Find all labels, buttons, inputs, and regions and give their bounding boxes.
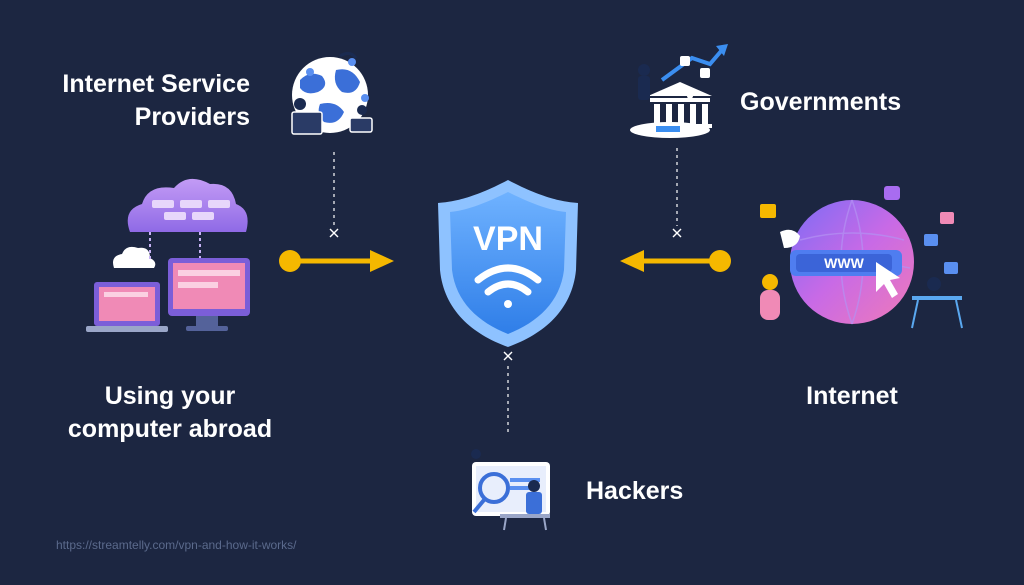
- governments-label-text: Governments: [740, 88, 902, 116]
- internet-label-text: Internet: [806, 382, 898, 410]
- left-arrow: [279, 250, 394, 272]
- isp-label-line2: Providers: [134, 103, 250, 131]
- isp-label-line1: Internet Service: [62, 70, 250, 98]
- internet-label: Internet: [790, 380, 914, 413]
- isp-globe-illustration: [291, 51, 373, 135]
- cloud-computer-illustration: [86, 178, 250, 332]
- right-arrow: [620, 250, 731, 272]
- gov-connector-cross: [672, 228, 682, 238]
- government-building-illustration: [630, 44, 728, 138]
- governments-label: Governments: [740, 86, 901, 119]
- vpn-shield-label: VPN: [473, 220, 543, 258]
- isp-label: Internet Service Providers: [62, 68, 250, 134]
- hackers-connector-cross: [503, 351, 513, 361]
- wifi-icon: [474, 264, 542, 308]
- hackers-label: Hackers: [586, 475, 683, 508]
- hackers-label-text: Hackers: [586, 477, 684, 505]
- abroad-label-line1: Using your: [104, 382, 236, 410]
- www-bar-label: WWW: [824, 255, 864, 271]
- vpn-shield-icon: [438, 180, 578, 347]
- hacker-illustration: [471, 449, 550, 531]
- source-url: https://streamtelly.com/vpn-and-how-it-w…: [56, 538, 297, 552]
- internet-globe-illustration: [760, 186, 963, 329]
- abroad-label: Using your computer abroad: [60, 380, 280, 446]
- isp-connector-cross: [329, 228, 339, 238]
- abroad-label-line2: computer abroad: [67, 415, 273, 443]
